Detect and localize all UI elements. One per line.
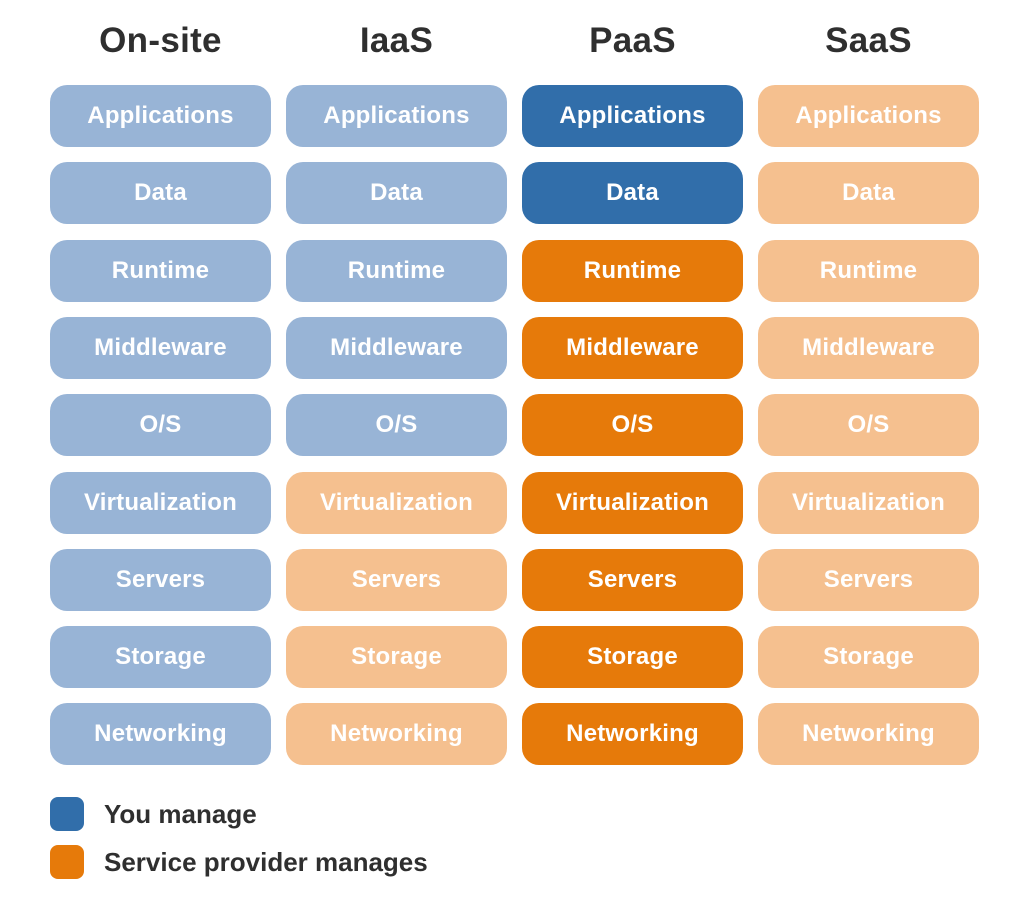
saas-applications-cell: Applications [758,85,979,147]
saas-servers-cell: Servers [758,549,979,611]
on-site-servers-cell: Servers [50,549,271,611]
legend-swatch-you-manage [50,797,84,831]
iaas-applications-cell: Applications [286,85,507,147]
iaas-storage-cell: Storage [286,626,507,688]
paas-data-cell: Data [522,162,743,224]
on-site-data-cell: Data [50,162,271,224]
saas-o-s-cell: O/S [758,394,979,456]
column-header-paas: PaaS [589,21,676,60]
iaas-networking-cell: Networking [286,703,507,765]
on-site-applications-cell: Applications [50,85,271,147]
on-site-middleware-cell: Middleware [50,317,271,379]
saas-networking-cell: Networking [758,703,979,765]
on-site-o-s-cell: O/S [50,394,271,456]
on-site-storage-cell: Storage [50,626,271,688]
paas-o-s-cell: O/S [522,394,743,456]
iaas-virtualization-cell: Virtualization [286,472,507,534]
saas-middleware-cell: Middleware [758,317,979,379]
iaas-data-cell: Data [286,162,507,224]
saas-storage-cell: Storage [758,626,979,688]
saas-runtime-cell: Runtime [758,240,979,302]
iaas-o-s-cell: O/S [286,394,507,456]
legend-swatch-service-provider-manages [50,845,84,879]
legend-label-service-provider-manages: Service provider manages [104,847,428,877]
paas-servers-cell: Servers [522,549,743,611]
on-site-virtualization-cell: Virtualization [50,472,271,534]
paas-virtualization-cell: Virtualization [522,472,743,534]
column-header-iaas: IaaS [359,21,434,60]
iaas-runtime-cell: Runtime [286,240,507,302]
paas-middleware-cell: Middleware [522,317,743,379]
column-header-saas: SaaS [825,21,912,60]
on-site-runtime-cell: Runtime [50,240,271,302]
iaas-servers-cell: Servers [286,549,507,611]
on-site-networking-cell: Networking [50,703,271,765]
column-header-on-site: On-site [99,21,222,60]
paas-storage-cell: Storage [522,626,743,688]
saas-data-cell: Data [758,162,979,224]
paas-networking-cell: Networking [522,703,743,765]
paas-applications-cell: Applications [522,85,743,147]
saas-virtualization-cell: Virtualization [758,472,979,534]
paas-runtime-cell: Runtime [522,240,743,302]
iaas-middleware-cell: Middleware [286,317,507,379]
legend-label-you-manage: You manage [104,799,257,829]
